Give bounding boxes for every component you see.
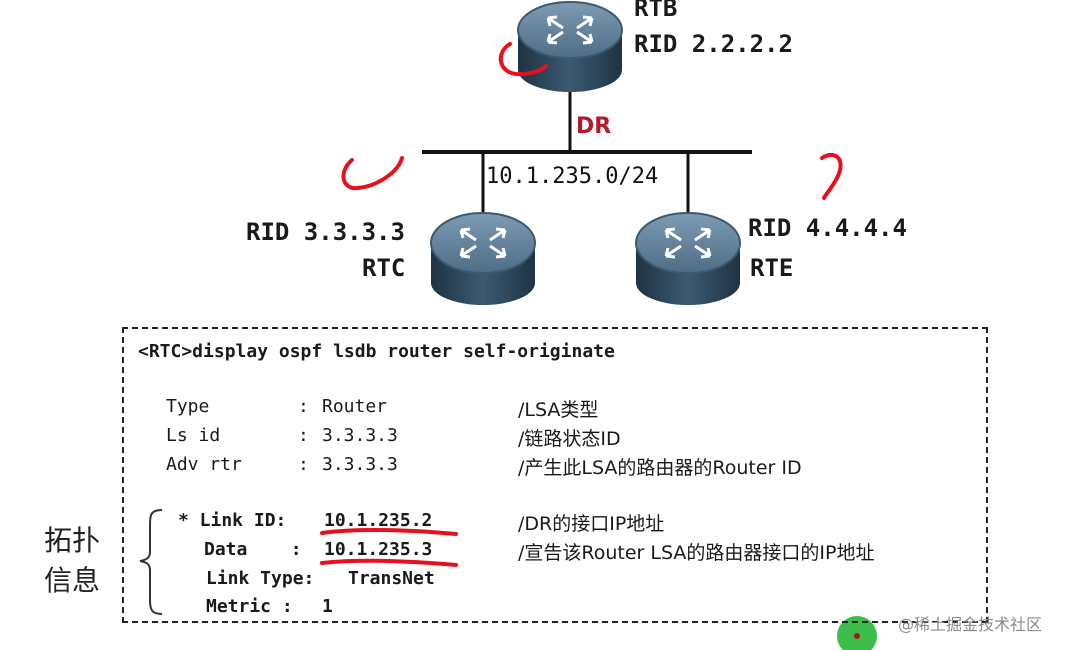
data-key: Data : [204,539,302,560]
watermark: @稀土掘金技术社区 [898,615,1043,634]
green-dot-center [854,633,860,639]
row-type-value: Router [322,396,388,417]
data-comment: /宣告该Router LSA的路由器接口的IP地址 [518,542,875,564]
row-type-comment: /LSA类型 [518,399,599,421]
rtb-name: RTB [634,0,678,22]
red-mark-left [341,156,404,191]
dr-label: DR [576,114,612,139]
rtc-name: RTC [362,254,406,282]
router-rtc-icon [430,212,536,305]
rte-rid: RID 4.4.4.4 [748,214,907,242]
router-rte-icon [635,212,741,305]
metric-key: Metric : [206,596,293,617]
row-advrtr-sep: : [298,454,320,475]
row-type-sep: : [298,396,320,417]
row-advrtr-comment: /产生此LSA的路由器的Router ID [518,457,802,479]
rte-name: RTE [750,254,794,282]
link-id-comment: /DR的接口IP地址 [518,513,665,535]
cli-output-box [122,327,988,623]
rtb-rid: RID 2.2.2.2 [634,30,793,58]
subnet-label: 10.1.235.0/24 [486,164,659,189]
red-mark-right [820,152,843,200]
data-value: 10.1.235.3 [324,539,433,560]
side-label-line2: 信息 [44,564,101,597]
underline-link-id [320,528,458,536]
link-type-key: Link Type: [206,568,315,589]
router-rtb-icon [517,1,623,92]
red-mark-rtb [499,42,548,77]
row-lsid-sep: : [298,425,320,446]
rtc-rid: RID 3.3.3.3 [246,218,405,246]
row-advrtr-key: Adv rtr [166,454,275,475]
link-id-value: 10.1.235.2 [324,510,433,531]
link-id-key: * Link ID: [178,510,287,531]
row-lsid-key: Ls id [166,425,275,446]
underline-data [320,558,458,567]
row-type-key: Type [166,396,275,417]
row-lsid-value: 3.3.3.3 [322,425,398,446]
link-type-value: TransNet [348,568,435,589]
topology-bracket [139,509,163,615]
row-lsid-comment: /链路状态ID [518,428,621,450]
metric-value: 1 [322,596,333,617]
row-advrtr-value: 3.3.3.3 [322,454,398,475]
side-label-line1: 拓扑 [44,524,101,557]
cli-command: <RTC>display ospf lsdb router self-origi… [138,341,615,362]
